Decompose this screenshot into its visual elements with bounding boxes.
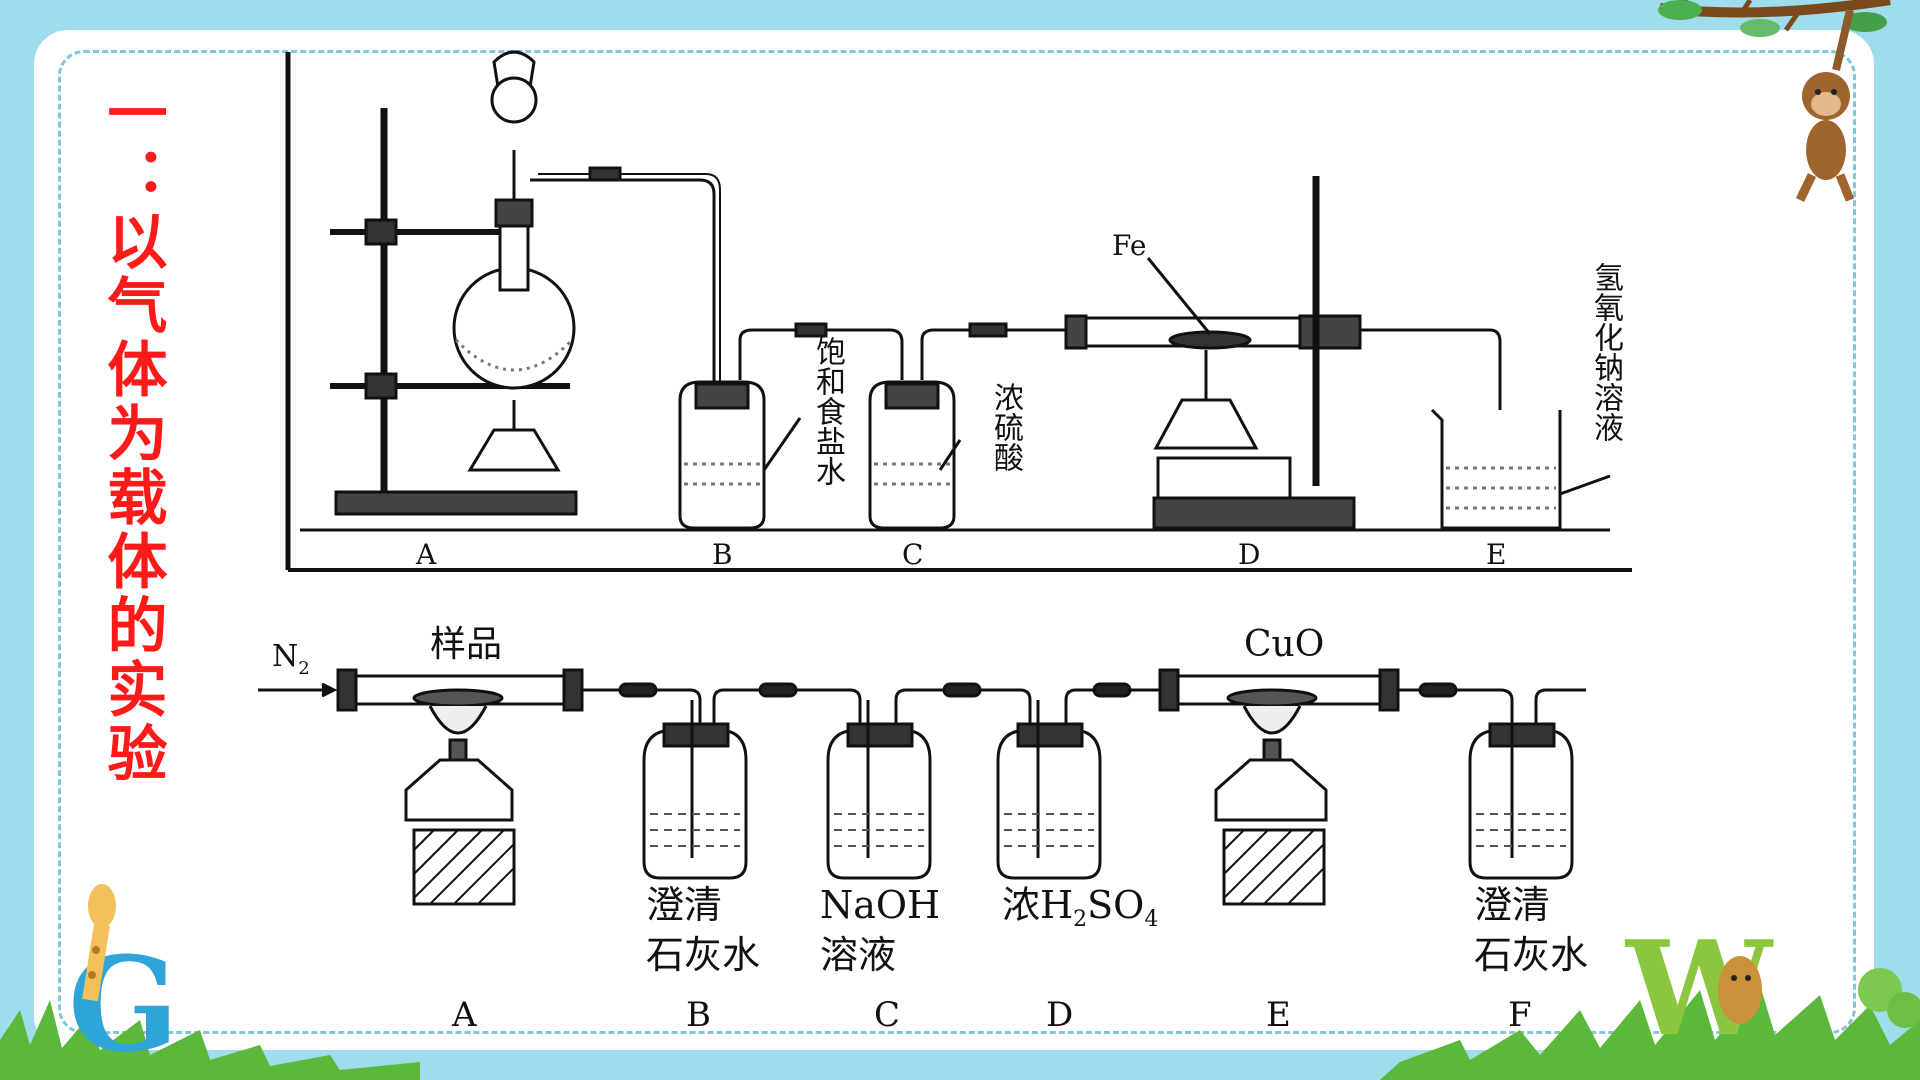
label-fe: Fe xyxy=(1112,229,1146,262)
label-b-line1: 澄清 xyxy=(646,883,722,927)
label-f-line1: 澄清 xyxy=(1474,883,1550,927)
upper-label-c: C xyxy=(902,538,923,571)
label-conc-sulfuric-acid: 浓硫酸 xyxy=(988,382,1023,472)
label-d: 浓H2SO4 xyxy=(1002,883,1158,932)
lower-bottle-b xyxy=(642,682,862,880)
grass-decor xyxy=(0,968,1920,1080)
dashed-border xyxy=(58,50,1856,1034)
label-sample: 样品 xyxy=(430,624,502,665)
monkey-icon xyxy=(1658,0,1891,202)
letter-g-decor: G xyxy=(68,884,179,1080)
upper-label-a: A xyxy=(415,538,437,571)
label-cuo: CuO xyxy=(1244,624,1324,665)
upper-label-d: D xyxy=(1238,538,1260,571)
lower-bottle-d xyxy=(996,682,1162,880)
label-c-line1: NaOH xyxy=(820,883,940,927)
label-naoh-solution: 氢氧化钠溶液 xyxy=(1588,262,1623,442)
station-a-apparatus xyxy=(330,50,578,516)
upper-station-labels: A B C D E xyxy=(415,538,1506,571)
label-b-line2: 石灰水 xyxy=(646,933,760,977)
letter-w-decor: W xyxy=(1624,912,1774,1065)
station-b-bottle xyxy=(678,322,904,530)
label-f-line2: 石灰水 xyxy=(1474,933,1588,977)
lower-label-c: C xyxy=(874,995,900,1035)
upper-label-b: B xyxy=(712,538,733,571)
station-d-apparatus xyxy=(1064,176,1502,530)
lower-station-labels: A B C D E F xyxy=(451,995,1532,1035)
lower-label-d: D xyxy=(1046,995,1073,1035)
lower-tube-a xyxy=(336,668,584,906)
slide-frame xyxy=(34,30,1874,1050)
letter-g: G xyxy=(68,928,179,1080)
lower-bottle-f xyxy=(1468,688,1586,880)
lower-label-f: F xyxy=(1508,995,1532,1035)
station-e-beaker xyxy=(1430,408,1562,530)
label-c-line2: 溶液 xyxy=(820,933,896,977)
upper-label-e: E xyxy=(1486,538,1506,571)
lower-label-b: B xyxy=(686,995,711,1035)
slide-title: 一：以气体为载体的实验 xyxy=(97,82,167,786)
label-n2: N2 xyxy=(272,639,310,679)
lower-label-a: A xyxy=(451,995,477,1035)
label-saturated-salt-water: 饱和食盐水 xyxy=(810,336,845,486)
station-c-bottle xyxy=(868,322,1080,530)
lower-label-e: E xyxy=(1266,995,1291,1035)
lower-tube-e xyxy=(1158,668,1400,906)
lower-bottle-c xyxy=(826,682,1032,880)
